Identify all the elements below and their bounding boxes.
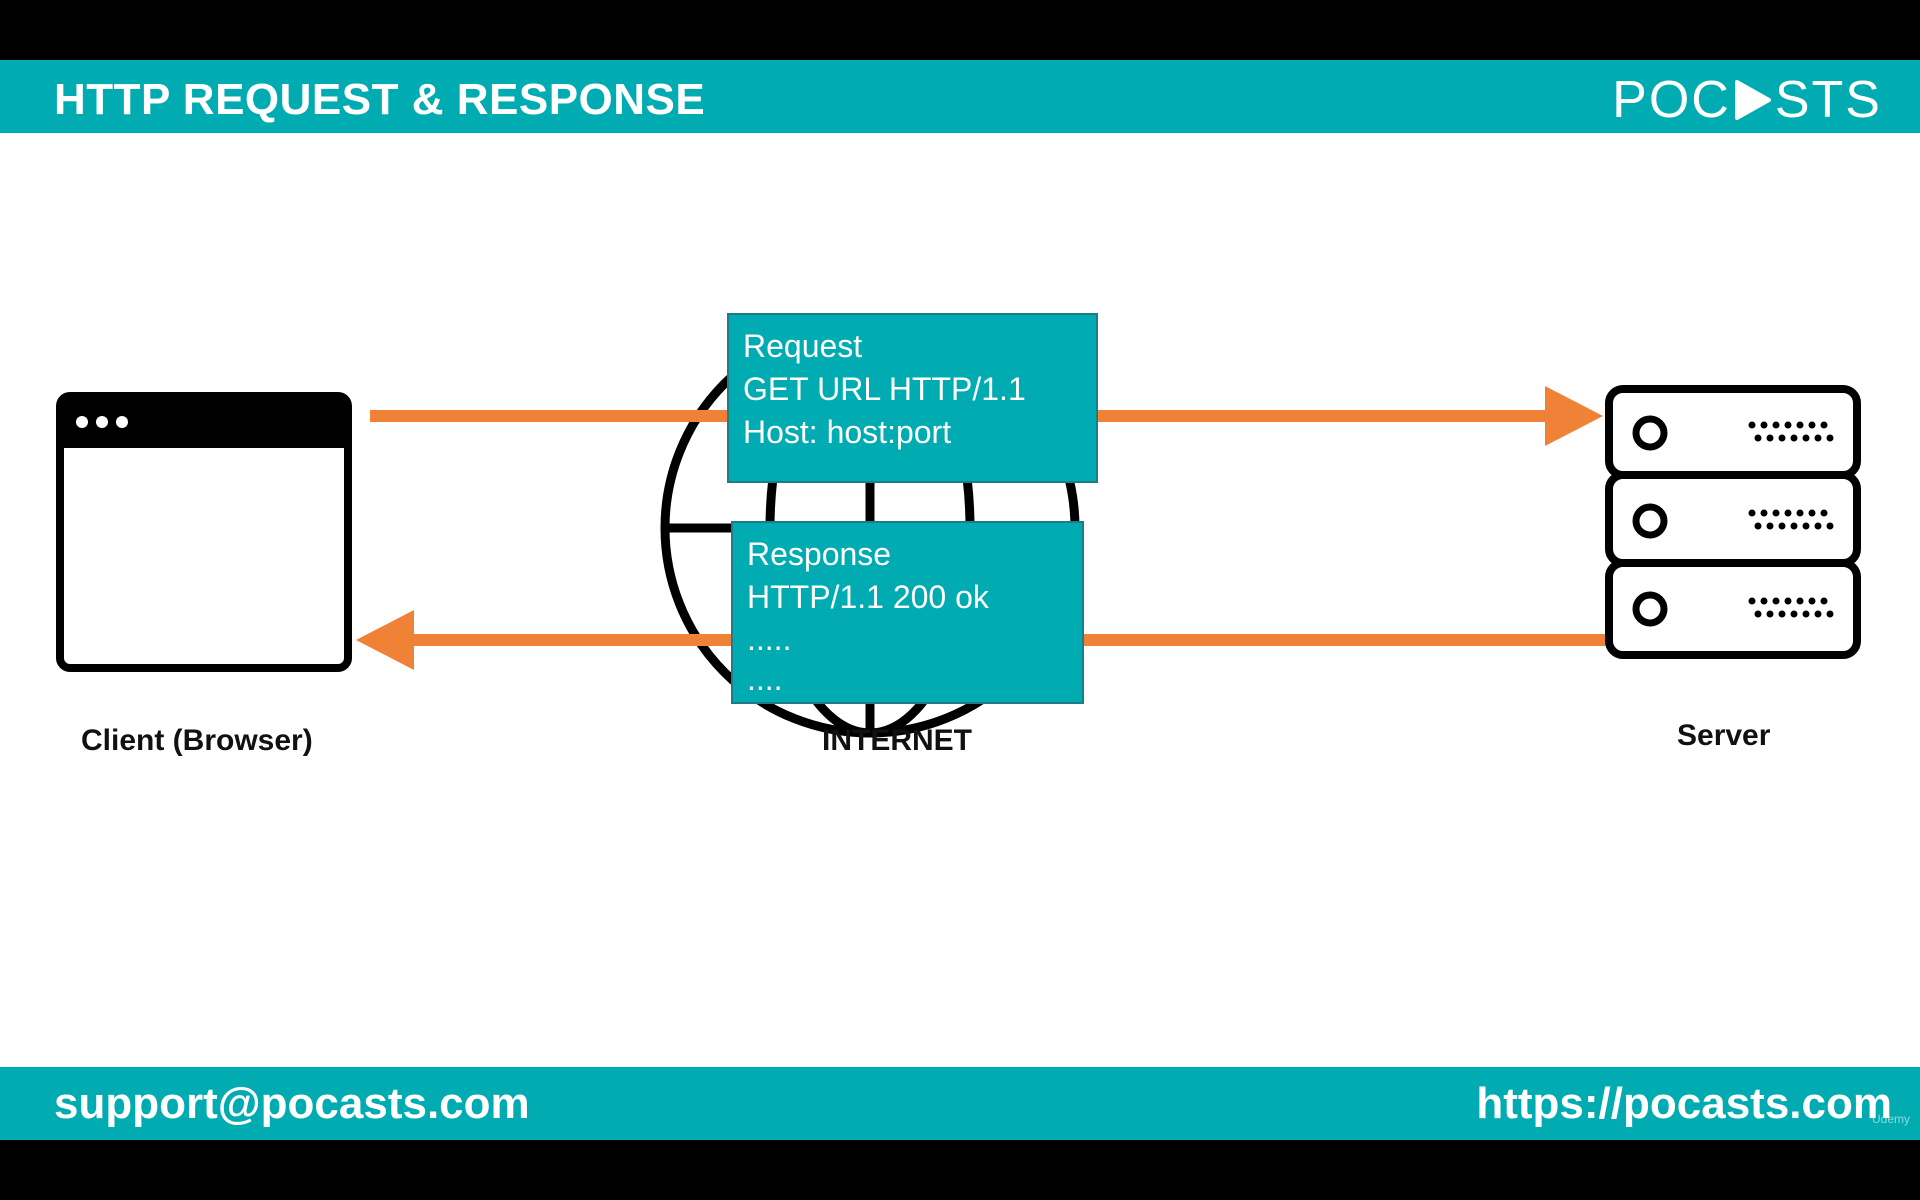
client-label: Client (Browser) — [81, 724, 313, 757]
internet-label: INTERNET — [822, 724, 972, 757]
footer-bar: support@pocasts.com https://pocasts.com … — [0, 1067, 1920, 1140]
browser-window-icon — [56, 392, 352, 672]
response-ellipsis-2: .... — [747, 661, 783, 697]
response-box: Response HTTP/1.1 200 ok ..... .... — [731, 521, 1084, 704]
logo-text-right: STS — [1774, 71, 1882, 129]
udemy-watermark: Udemy — [1871, 1112, 1910, 1126]
request-host-line: Host: host:port — [743, 414, 952, 450]
pocasts-logo: POC STS — [1612, 70, 1882, 130]
request-line: GET URL HTTP/1.1 — [743, 371, 1026, 407]
logo-text-left: POC — [1612, 71, 1731, 129]
support-email: support@pocasts.com — [54, 1079, 530, 1128]
response-status-line: HTTP/1.1 200 ok — [747, 579, 989, 615]
request-box: Request GET URL HTTP/1.1 Host: host:port — [727, 313, 1098, 483]
website-url: https://pocasts.com — [1476, 1079, 1892, 1128]
server-label: Server — [1677, 719, 1771, 752]
server-rack-icon — [1605, 385, 1861, 659]
play-icon — [1734, 80, 1771, 120]
request-heading: Request — [743, 328, 863, 364]
header-bar: HTTP REQUEST & RESPONSE POC STS — [0, 60, 1920, 133]
slide-title: HTTP REQUEST & RESPONSE — [54, 75, 706, 124]
response-ellipsis-1: ..... — [747, 621, 792, 657]
response-heading: Response — [747, 536, 892, 572]
